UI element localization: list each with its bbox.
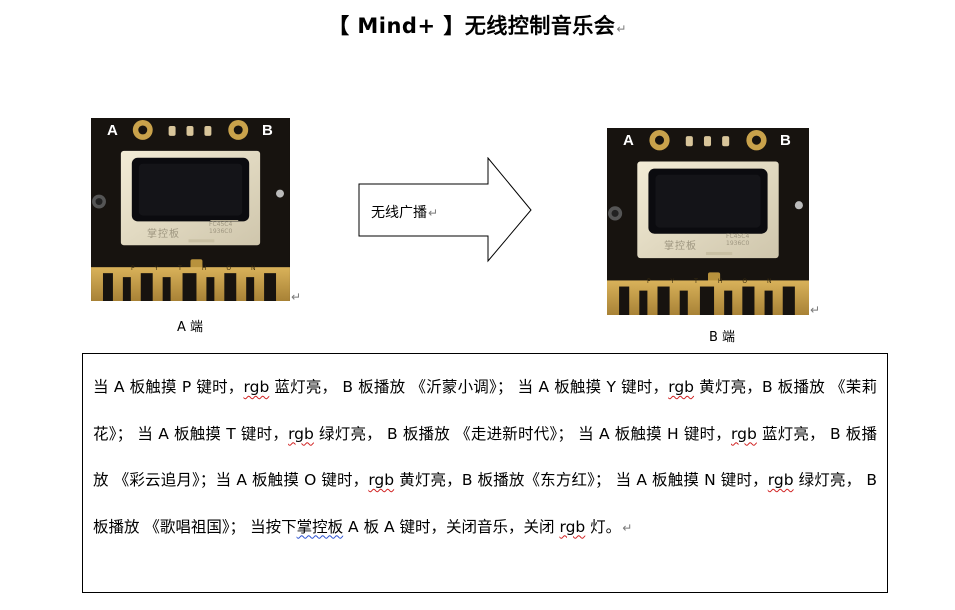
- board-a-photo: A B 掌控板 FC45C4 1936C0 PYTHON: [91, 118, 290, 301]
- flagged-word: 掌控板: [296, 517, 344, 536]
- caption-b: B 端: [709, 330, 736, 345]
- description-run: 黄灯亮，B 板播放《东方红》； 当 A 板触摸 N 键时，: [394, 471, 768, 489]
- description-run: 绿灯亮， B 板播放 《走进新时代》； 当 A 板触摸 H 键时，: [313, 424, 732, 443]
- description-run: 蓝灯亮， B 板播放 《沂蒙小调》； 当 A 板触摸 Y 键时，: [269, 378, 669, 396]
- board-edge-text: PYTHON: [647, 278, 792, 285]
- paragraph-mark-a: ↵: [291, 290, 302, 304]
- broadcast-arrow: [358, 157, 532, 263]
- page-title: 【 Mind+ 】无线控制音乐会↵: [0, 10, 955, 40]
- flagged-word: rgb: [368, 471, 395, 489]
- flagged-word: rgb: [243, 378, 270, 396]
- pin-b-label: B: [262, 122, 273, 139]
- description-run: 灯。: [585, 517, 622, 536]
- board-brand-label: 掌控板: [664, 241, 697, 252]
- arrow-label-text: 无线广播: [371, 205, 427, 221]
- flagged-word: rgb: [288, 424, 314, 443]
- flagged-word: rgb: [559, 517, 586, 536]
- board-chip-code: FC45C4 1936C0: [726, 233, 750, 247]
- board-edge-text: PYTHON: [131, 265, 276, 272]
- description-box: 当 A 板触摸 P 键时，rgb 蓝灯亮， B 板播放 《沂蒙小调》； 当 A …: [82, 353, 888, 593]
- description-run: 当 A 板触摸 P 键时，: [93, 378, 244, 396]
- board-brand-label: 掌控板: [147, 229, 180, 240]
- arrow-label: 无线广播↵: [371, 202, 438, 222]
- description-text: 当 A 板触摸 P 键时，rgb 蓝灯亮， B 板播放 《沂蒙小调》； 当 A …: [93, 364, 877, 551]
- flagged-word: rgb: [668, 378, 695, 396]
- title-text: 【 Mind+ 】无线控制音乐会: [328, 14, 616, 38]
- board-chip-code: FC45C4 1936C0: [209, 221, 233, 235]
- paragraph-mark-arrow: ↵: [428, 206, 439, 220]
- paragraph-mark: ↵: [616, 22, 627, 36]
- pin-b-label: B: [780, 132, 791, 149]
- description-run: 绿灯亮， B 板播放 《歌唱祖国》； 当按下: [93, 471, 877, 536]
- caption-a: A 端: [177, 320, 204, 335]
- pin-a-label: A: [623, 132, 634, 149]
- flagged-word: rgb: [767, 471, 794, 489]
- paragraph-mark-b: ↵: [810, 303, 821, 317]
- flagged-word: rgb: [731, 424, 757, 443]
- paragraph-mark-end: ↵: [622, 520, 633, 535]
- description-run: 蓝灯亮， B 板播放 《彩云追月》；当 A 板触摸 O 键时，: [93, 424, 877, 490]
- board-b-photo: A B 掌控板 FC45C4 1936C0 PYTHON: [607, 128, 809, 315]
- description-run: A 板 A 键时，关闭音乐，关闭: [343, 517, 560, 536]
- description-run: 黄灯亮，B 板播放 《茉莉花》； 当 A 板触摸 T 键时，: [93, 378, 877, 443]
- pin-a-label: A: [107, 122, 118, 139]
